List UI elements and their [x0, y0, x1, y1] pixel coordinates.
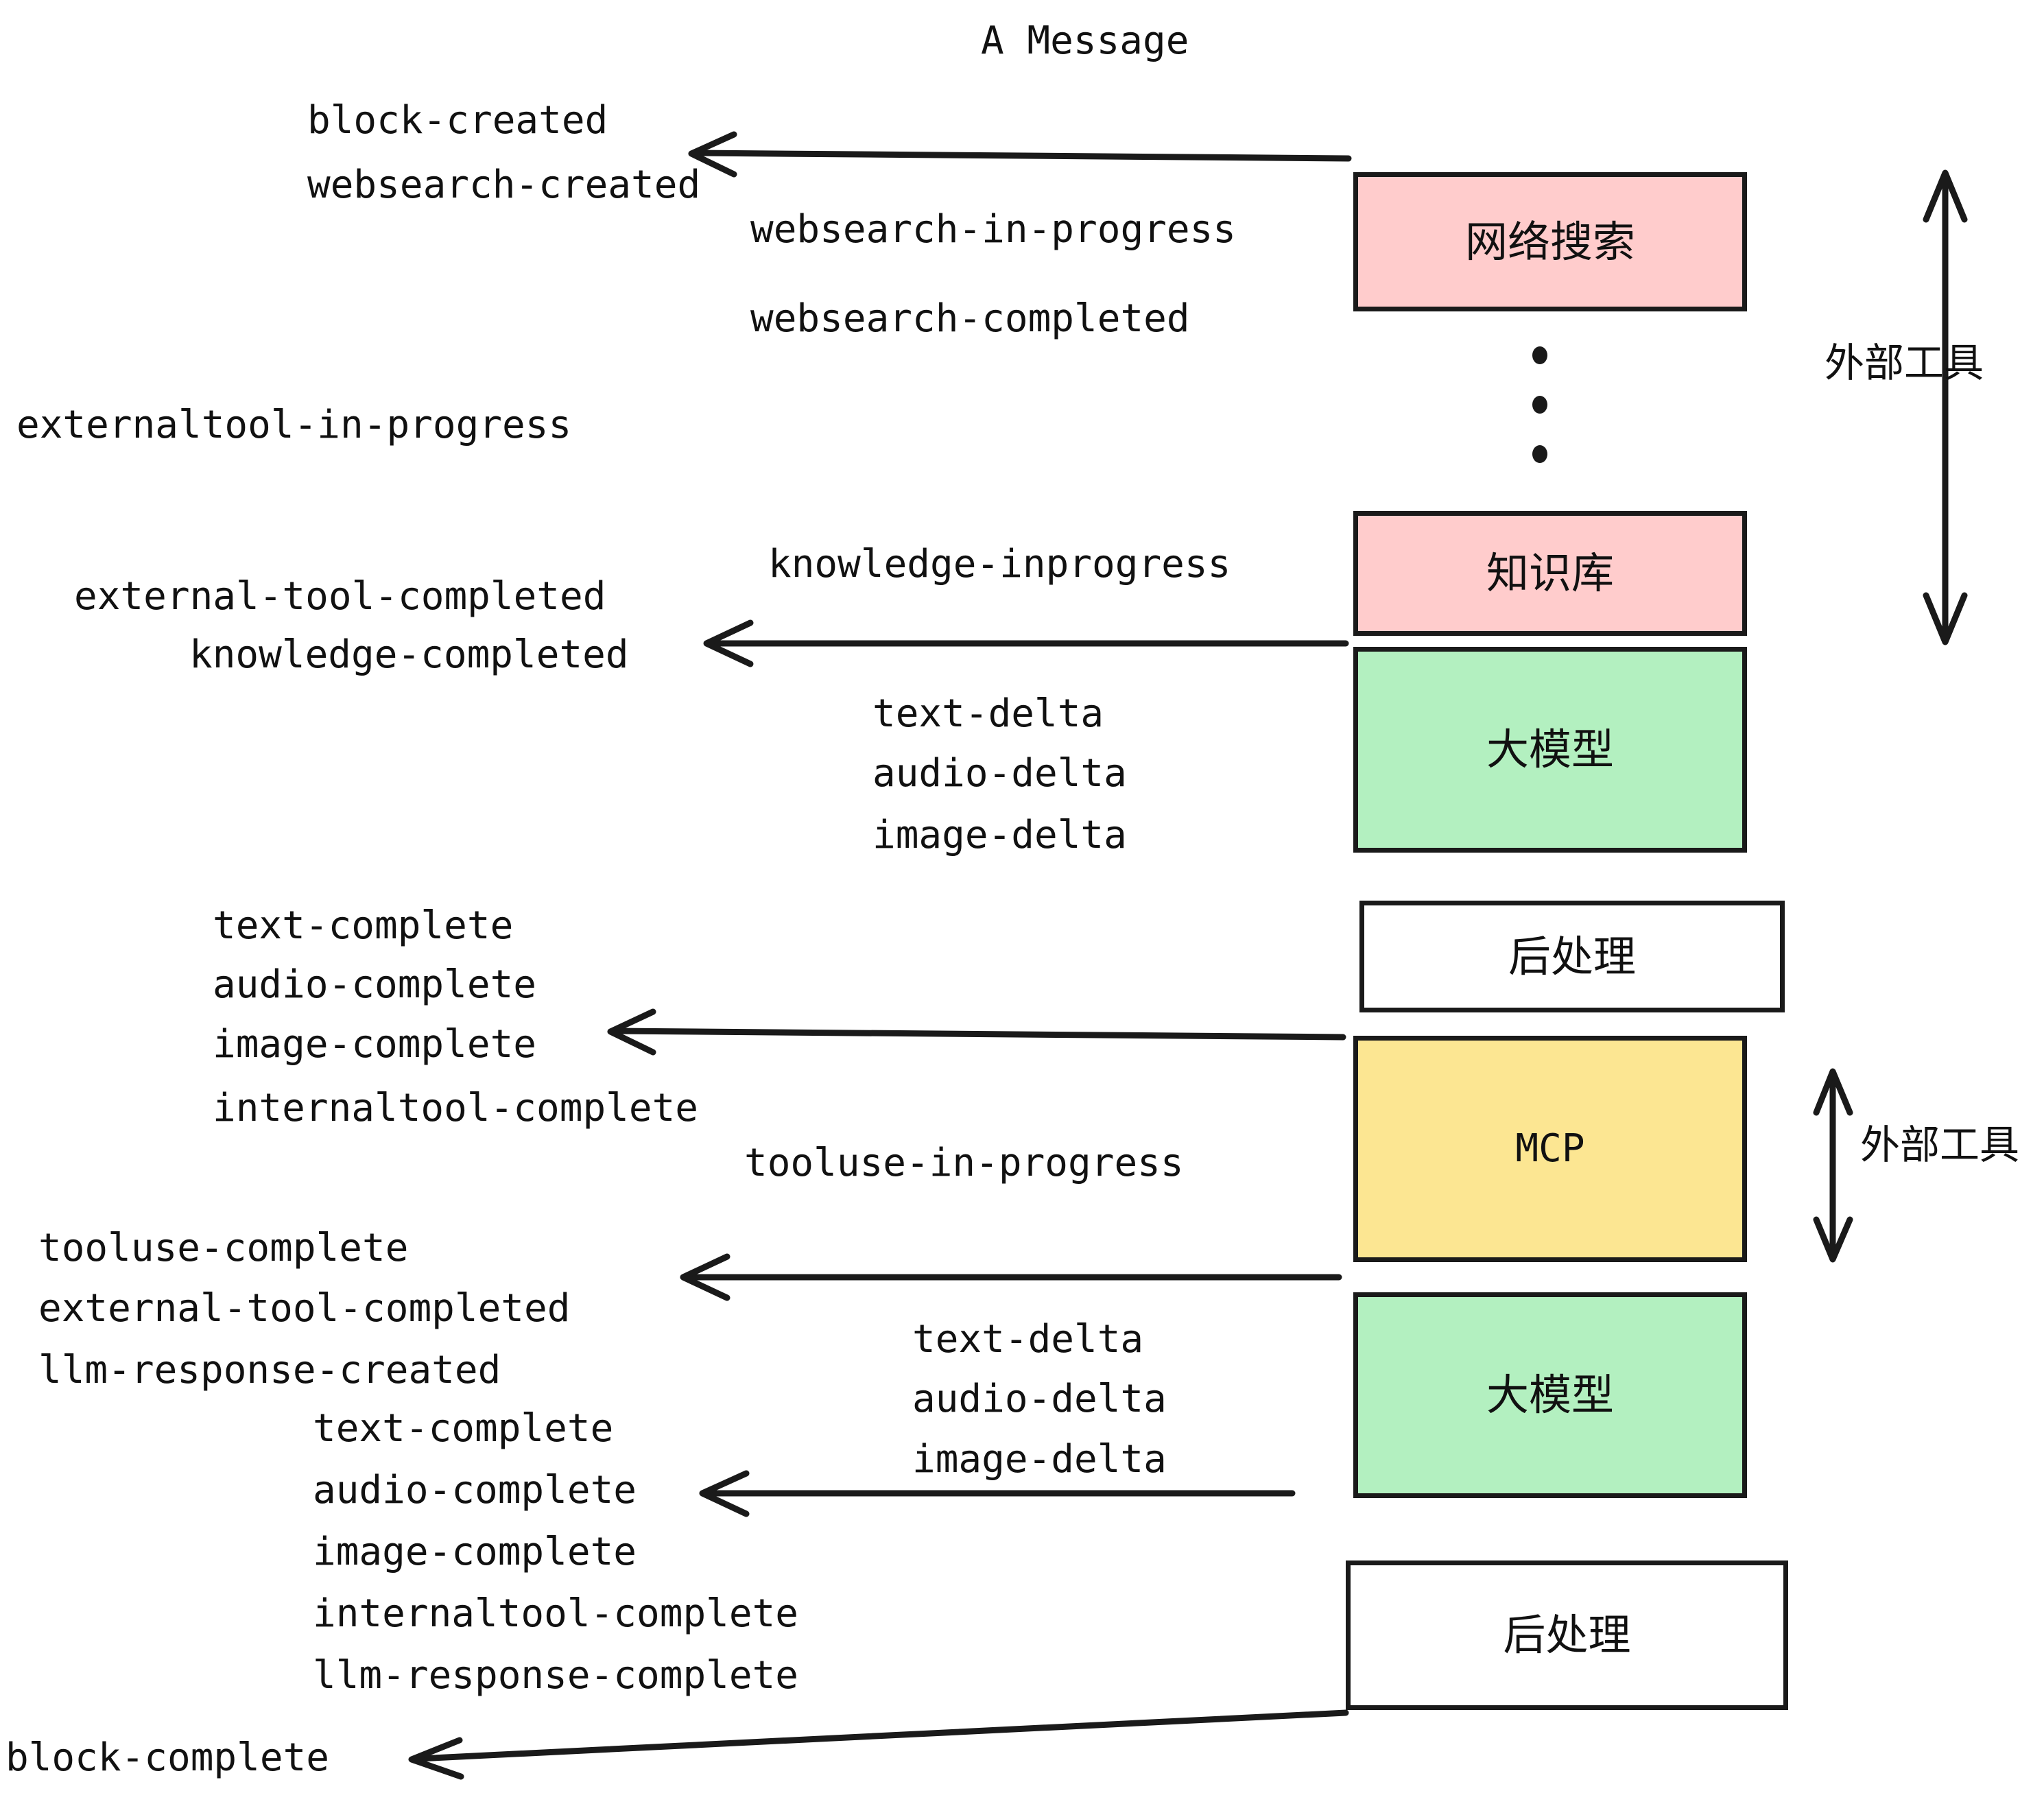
node-websearch-label: 网络搜索 [1464, 216, 1635, 267]
event-image-delta-1: image-delta [872, 813, 1127, 857]
event-tooluse-complete: tooluse-complete [38, 1226, 409, 1270]
event-websearch-created: websearch-created [307, 163, 701, 207]
event-websearch-completed: websearch-completed [750, 296, 1190, 341]
ellipsis-dot [1532, 346, 1547, 364]
event-text-complete-2: text-complete [313, 1406, 614, 1451]
event-audio-delta-1: audio-delta [872, 751, 1127, 796]
node-knowledge-base[interactable]: 知识库 [1353, 511, 1747, 636]
event-llm-response-created: llm-response-created [38, 1348, 501, 1392]
arrow-image-complete [607, 1008, 1346, 1056]
ellipsis-dot [1532, 445, 1547, 463]
node-postprocess-first[interactable]: 后处理 [1359, 901, 1785, 1012]
arrow-block-complete [408, 1709, 1349, 1780]
event-audio-delta-2: audio-delta [912, 1377, 1167, 1421]
node-llm-second[interactable]: 大模型 [1353, 1292, 1747, 1498]
event-image-complete-1: image-complete [213, 1022, 537, 1067]
external-tools-label-top: 外部工具 [1825, 340, 1984, 386]
event-audio-complete-2: audio-complete [313, 1468, 637, 1512]
event-external-tool-completed-1: external-tool-completed [74, 574, 606, 619]
node-knowledge-base-label: 知识库 [1486, 548, 1614, 598]
node-websearch[interactable]: 网络搜索 [1353, 172, 1747, 311]
event-knowledge-completed: knowledge-completed [189, 632, 629, 677]
event-text-delta-1: text-delta [872, 691, 1104, 736]
event-internaltool-complete-1: internaltool-complete [213, 1086, 699, 1130]
node-postprocess-second-label: 后处理 [1503, 1610, 1631, 1660]
node-mcp-label: MCP [1515, 1126, 1585, 1171]
arrow-tooluse-complete [680, 1253, 1342, 1301]
ellipsis-dot [1532, 396, 1547, 414]
event-internaltool-complete-2: internaltool-complete [313, 1591, 799, 1636]
event-knowledge-inprogress: knowledge-inprogress [768, 542, 1231, 586]
event-external-tool-completed-2: external-tool-completed [38, 1286, 571, 1331]
event-text-delta-2: text-delta [912, 1317, 1144, 1362]
node-postprocess-first-label: 后处理 [1508, 931, 1636, 982]
event-audio-complete-1: audio-complete [213, 962, 537, 1007]
external-tools-span-bottom [1813, 1068, 1853, 1263]
page-title: A Message [981, 19, 1189, 63]
node-llm-first[interactable]: 大模型 [1353, 647, 1747, 853]
node-llm-first-label: 大模型 [1486, 724, 1614, 774]
external-tools-label-bottom: 外部工具 [1860, 1121, 2020, 1168]
event-image-complete-2: image-complete [313, 1530, 637, 1574]
external-tools-span-top [1923, 169, 1968, 645]
arrow-knowledge-completed [703, 619, 1349, 667]
event-llm-response-complete: llm-response-complete [313, 1653, 799, 1698]
node-mcp[interactable]: MCP [1353, 1036, 1747, 1262]
event-image-delta-2: image-delta [912, 1437, 1167, 1482]
node-postprocess-second[interactable]: 后处理 [1346, 1560, 1788, 1710]
event-externaltool-in-progress: externaltool-in-progress [16, 403, 572, 447]
event-tooluse-in-progress: tooluse-in-progress [744, 1141, 1184, 1185]
event-text-complete-1: text-complete [213, 903, 514, 948]
event-websearch-in-progress: websearch-in-progress [750, 207, 1237, 252]
event-block-created: block-created [307, 98, 608, 143]
arrow-websearch-created [688, 131, 1352, 178]
node-llm-second-label: 大模型 [1486, 1370, 1614, 1420]
event-block-complete: block-complete [5, 1735, 330, 1780]
